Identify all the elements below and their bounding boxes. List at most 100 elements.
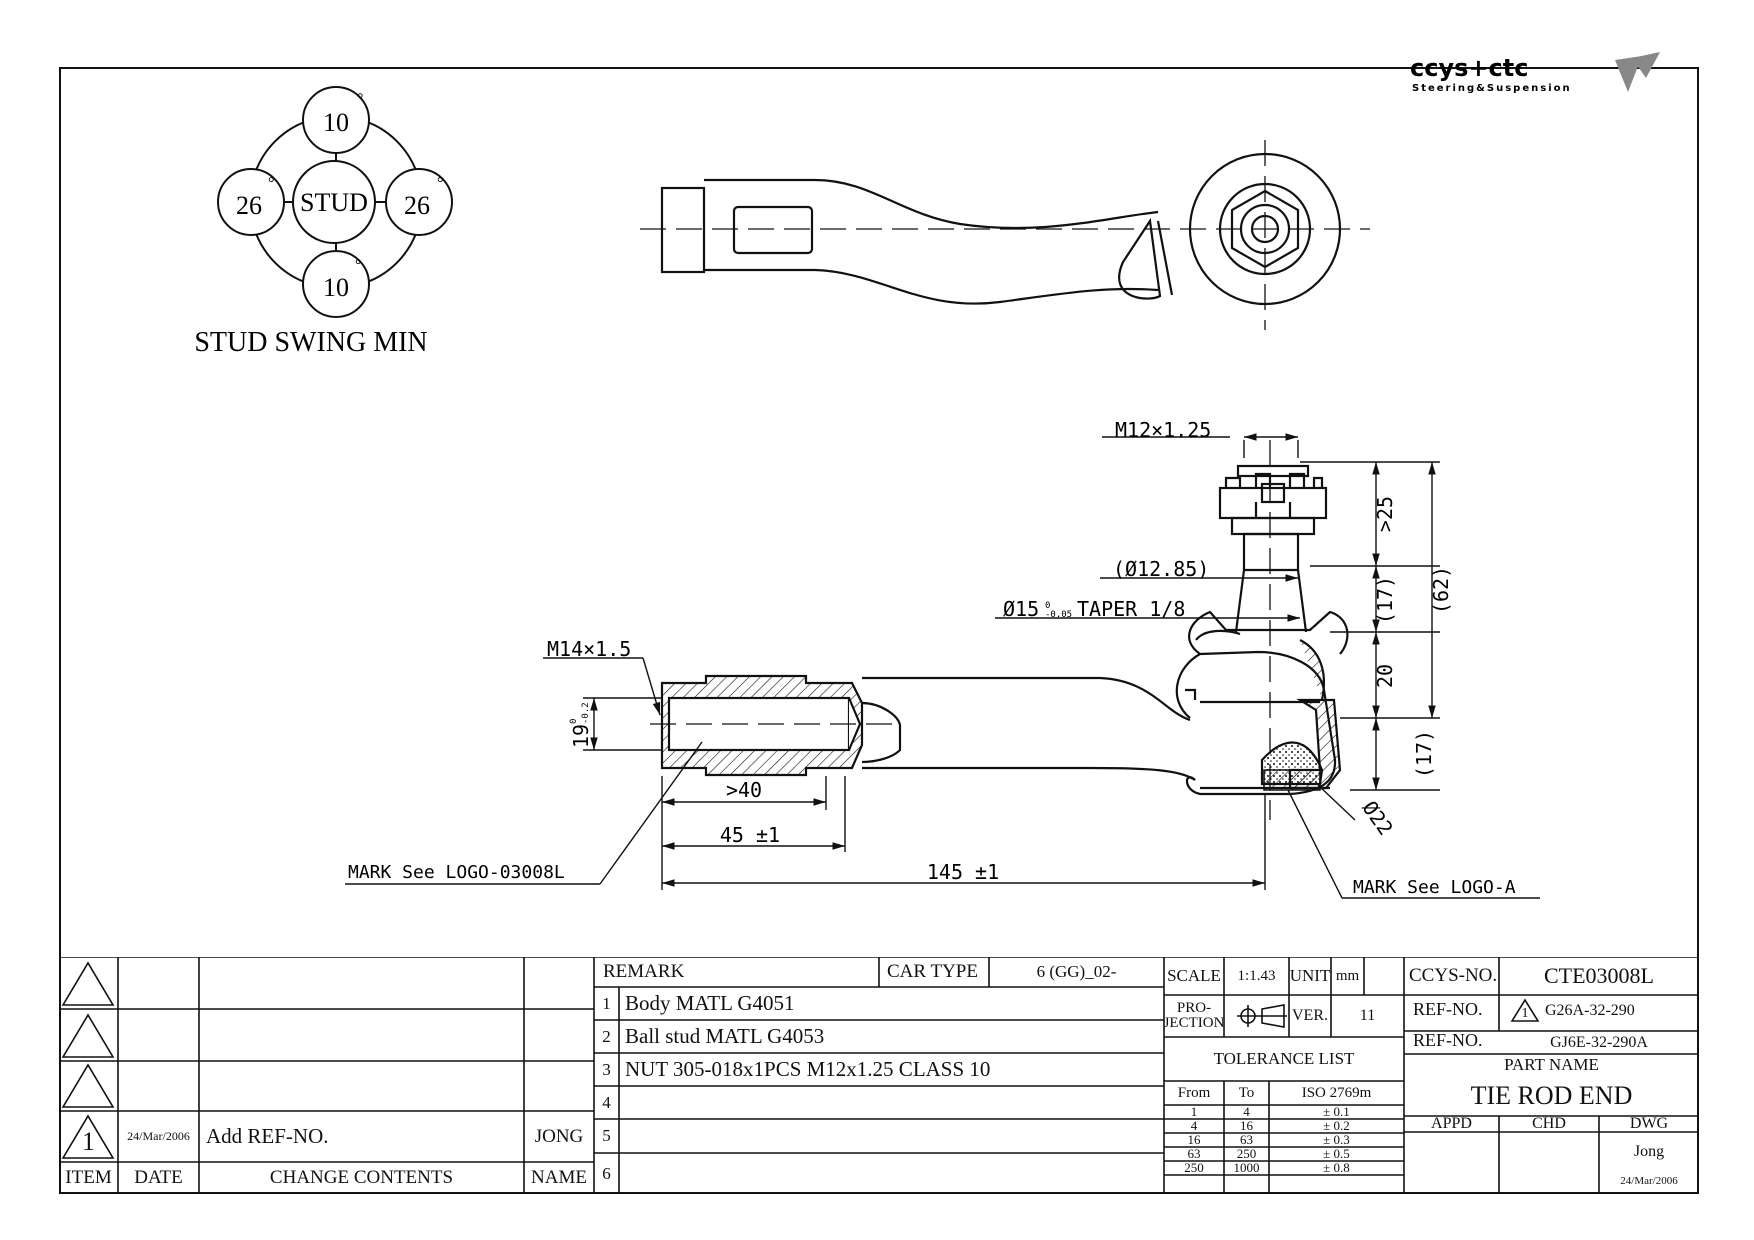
- scale-label: SCALE: [1167, 966, 1221, 985]
- ref-no-value-2: GJ6E-32-290A: [1550, 1033, 1648, 1051]
- remark-text-1: Body MATL G4051: [625, 991, 795, 1015]
- tol-row3-from: 16: [1187, 1133, 1201, 1147]
- unit-value: mm: [1335, 967, 1360, 984]
- swing-left-degree: °: [268, 175, 274, 192]
- remark-header: REMARK: [603, 961, 685, 982]
- remark-no-3: 3: [602, 1059, 611, 1079]
- dim-45: 45 ±1: [720, 823, 780, 847]
- chd-label: CHD: [1532, 1116, 1566, 1132]
- remark-text-2: Ball stud MATL G4053: [625, 1024, 825, 1048]
- tolerance-header-iso: ISO 2769m: [1301, 1084, 1372, 1101]
- header-date: DATE: [134, 1167, 183, 1188]
- tol-row4-to: 250: [1236, 1147, 1257, 1161]
- dim-m12: M12×1.25: [1115, 418, 1211, 442]
- title-block-grid: [59, 957, 1699, 1194]
- remark-no-2: 2: [602, 1026, 611, 1046]
- dim-20: 20: [1373, 664, 1397, 688]
- stud-swing-diagram: [217, 86, 453, 318]
- dim-d19-tol-top: 0: [569, 719, 579, 724]
- ref-no-label-2: REF-NO.: [1413, 1029, 1483, 1050]
- swing-right-value: 26: [404, 191, 430, 220]
- ver-label: VER.: [1292, 1007, 1328, 1024]
- logo-brand: ccys+ctc: [1410, 54, 1528, 82]
- dim-d19: 19: [569, 724, 593, 748]
- dim-40: >40: [726, 778, 762, 802]
- tolerance-header-from: From: [1177, 1084, 1211, 1101]
- revision-name-1: JONG: [534, 1125, 584, 1147]
- swing-right-degree: °: [437, 175, 443, 192]
- dim-25: >25: [1373, 496, 1397, 532]
- dim-d22: Ø22: [1358, 796, 1398, 839]
- part-name-value: TIE ROD END: [1470, 1081, 1633, 1110]
- tol-row2-iso: ± 0.2: [1323, 1119, 1350, 1133]
- tol-row5-iso: ± 0.8: [1323, 1161, 1350, 1175]
- tol-row5-from: 250: [1184, 1161, 1204, 1175]
- dwg-name: Jong: [1633, 1143, 1665, 1160]
- car-type-value: 6 (GG)_02-: [1036, 962, 1117, 981]
- ref-revision-mark: 1: [1521, 1006, 1529, 1021]
- title-block: 1 24/Mar/2006 Add REF-NO. JONG ITEM DATE…: [59, 957, 1699, 1194]
- mark-logo-a: MARK See LOGO-A: [1353, 877, 1516, 898]
- unit-label: UNIT: [1289, 966, 1331, 985]
- header-name: NAME: [531, 1167, 587, 1188]
- tolerance-header-to: To: [1238, 1084, 1255, 1101]
- swing-center-label: STUD: [300, 188, 368, 217]
- remark-text-3: NUT 305-018x1PCS M12x1.25 CLASS 10: [625, 1057, 991, 1081]
- revision-date-1: 24/Mar/2006: [127, 1129, 190, 1143]
- front-view: [660, 464, 1349, 796]
- dim-d1285: (Ø12.85): [1113, 557, 1209, 581]
- logo-tagline: Steering&Suspension: [1412, 83, 1572, 94]
- tol-row1-iso: ± 0.1: [1323, 1105, 1350, 1119]
- dim-145: 145 ±1: [927, 860, 999, 884]
- ccys-no-label: CCYS-NO.: [1409, 965, 1498, 986]
- tol-row4-from: 63: [1187, 1147, 1201, 1161]
- swing-left-value: 26: [236, 191, 262, 220]
- revision-item-1: 1: [82, 1127, 95, 1156]
- swing-top-degree: °: [357, 91, 363, 108]
- dim-taper-tol-top: 0: [1045, 601, 1050, 611]
- ref-no-value-1: G26A-32-290: [1545, 1002, 1635, 1019]
- dim-17-upper: (17): [1373, 576, 1397, 624]
- tol-row2-to: 16: [1240, 1119, 1253, 1133]
- tol-row3-to: 63: [1240, 1133, 1253, 1147]
- tol-row3-iso: ± 0.3: [1323, 1133, 1350, 1147]
- ref-no-label-1: REF-NO.: [1413, 999, 1483, 1019]
- logo-wing-icon: [1615, 52, 1660, 92]
- dim-m14: M14×1.5: [547, 637, 631, 661]
- dim-d19-tol: -0.2: [581, 702, 591, 724]
- dwg-date: 24/Mar/2006: [1620, 1175, 1678, 1187]
- header-item: ITEM: [65, 1167, 112, 1188]
- tolerance-title: TOLERANCE LIST: [1213, 1049, 1355, 1068]
- part-name-label: PART NAME: [1504, 1055, 1599, 1074]
- swing-bottom-degree: °: [355, 257, 361, 274]
- dim-taper-tol: -0.05: [1045, 610, 1072, 620]
- remark-no-6: 6: [602, 1163, 611, 1183]
- car-type-label: CAR TYPE: [887, 961, 978, 982]
- tol-row5-to: 1000: [1233, 1161, 1260, 1175]
- dimension-lines: [345, 433, 1540, 899]
- tol-row4-iso: ± 0.5: [1323, 1147, 1350, 1161]
- scale-value: 1:1.43: [1237, 967, 1276, 984]
- dwg-label: DWG: [1629, 1116, 1669, 1132]
- projection-label: PRO- JECTION: [1164, 1000, 1224, 1031]
- swing-bottom-value: 10: [323, 273, 349, 302]
- centerlines: [650, 440, 1271, 820]
- company-logo: ccys+ctc Steering&Suspension: [1410, 52, 1660, 94]
- ccys-no-value: CTE03008L: [1544, 963, 1654, 988]
- swing-title: STUD SWING MIN: [194, 327, 427, 358]
- mark-logo-03008l: MARK See LOGO-03008L: [348, 862, 565, 883]
- dim-taper-label: TAPER 1/8: [1077, 597, 1185, 621]
- remark-no-5: 5: [602, 1126, 611, 1145]
- drawing-frame: [59, 67, 1699, 1194]
- dim-17-lower: (17): [1412, 730, 1436, 778]
- remark-no-4: 4: [602, 1092, 611, 1112]
- header-change-contents: CHANGE CONTENTS: [269, 1167, 454, 1188]
- swing-top-value: 10: [323, 108, 349, 137]
- tol-row1-to: 4: [1243, 1105, 1250, 1119]
- appd-label: APPD: [1431, 1116, 1472, 1132]
- dim-taper: Ø15: [1003, 597, 1039, 621]
- revision-contents-1: Add REF-NO.: [206, 1124, 329, 1148]
- dim-62: (62): [1429, 566, 1453, 614]
- ver-value: 11: [1359, 1007, 1376, 1024]
